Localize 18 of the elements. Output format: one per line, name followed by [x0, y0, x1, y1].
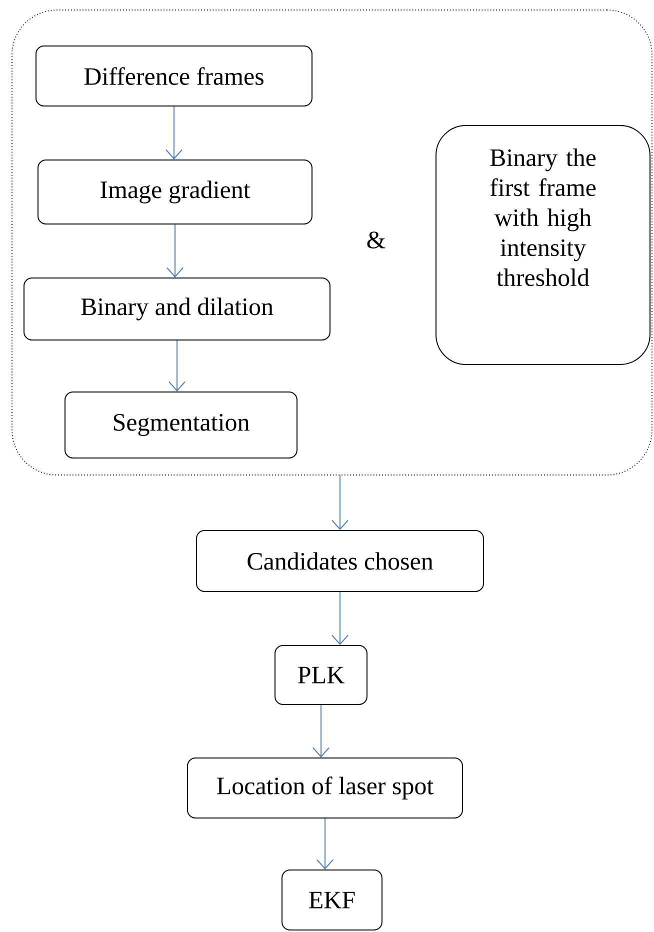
arrow [332, 592, 348, 645]
process-box: EKF [282, 870, 382, 930]
ampersand-label: & [367, 232, 386, 248]
arrow [316, 818, 334, 870]
arrow [332, 474, 348, 530]
arrow [166, 224, 184, 278]
arrow [166, 106, 182, 160]
process-box: Candidates chosen [196, 530, 484, 592]
process-box: Location of laser spot [187, 758, 463, 818]
process-box: Image gradient [38, 160, 312, 224]
group-box [12, 10, 652, 476]
process-box: PLK [274, 645, 368, 705]
process-box: Binary and dilation [24, 278, 330, 340]
arrow [168, 340, 186, 392]
arrow [312, 704, 330, 758]
process-box: Binary the first frame with high intensity threshold [436, 125, 650, 365]
process-box: Segmentation [64, 392, 298, 458]
process-box: Difference frames [36, 46, 312, 106]
